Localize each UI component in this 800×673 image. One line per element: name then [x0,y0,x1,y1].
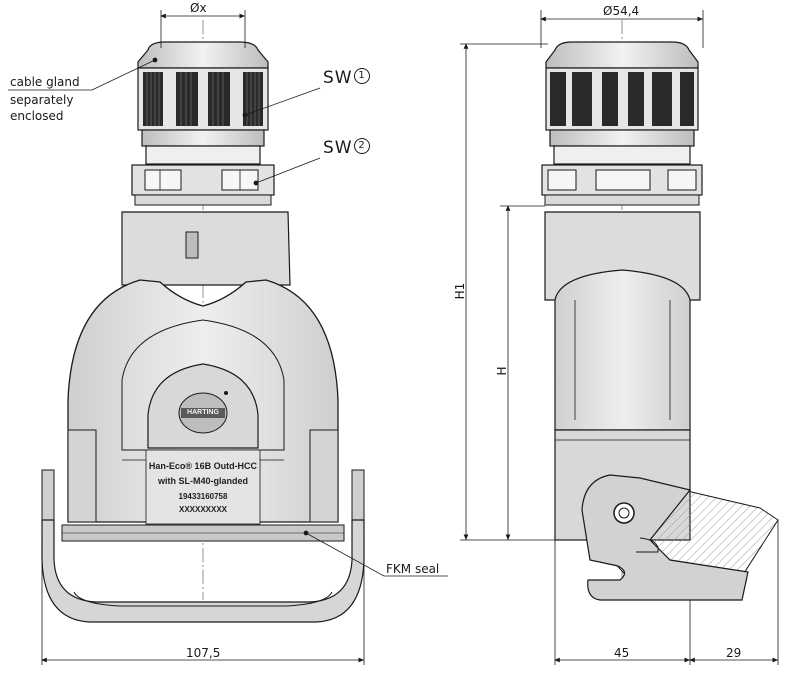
locking-lever-front [41,469,365,623]
dim-label-29: 29 [726,646,742,660]
dim-label-107: 107,5 [186,646,221,660]
leader-lines-front [8,57,448,577]
cable-gland-front [131,41,275,206]
dim-h1 [460,43,560,541]
dim-diameter-54 [540,10,704,48]
dim-diameter-x [160,10,246,48]
dim-label-45: 45 [614,646,630,660]
housing-body-front [67,211,339,525]
dim-width-107 [41,540,365,665]
label-fkm-seal: FKM seal [386,562,440,576]
label-cable-gland-1: cable gland [10,75,80,89]
front-view [8,10,448,665]
label-cable-gland-2: separately [10,93,74,107]
harting-logo-text: HARTING [187,409,219,416]
cable-gland-side [541,41,703,206]
sw1-number: 1 [353,68,370,84]
nameplate-line1: Han-Eco® 16B Outd-HCC [148,461,258,471]
sw1-text: SW [323,68,353,88]
dim-label-h: H [495,366,509,376]
side-view [460,10,779,665]
nameplate-part-number: 19433160758 [178,492,228,501]
dim-h [500,205,545,540]
dim-label-diameter-54: Ø54,4 [603,4,640,18]
nameplate-serial: XXXXXXXXX [178,505,228,514]
dim-width-45-29 [554,520,779,665]
locking-lever-side [581,474,779,601]
dim-label-diameter-x: Øx [190,1,207,15]
nameplate-line2: with SL-M40-glanded [158,476,248,486]
dim-label-h1: H1 [453,282,467,300]
sw2-text: SW [323,138,353,158]
sw2-number: 2 [353,138,370,154]
label-cable-gland-3: enclosed [10,109,64,123]
